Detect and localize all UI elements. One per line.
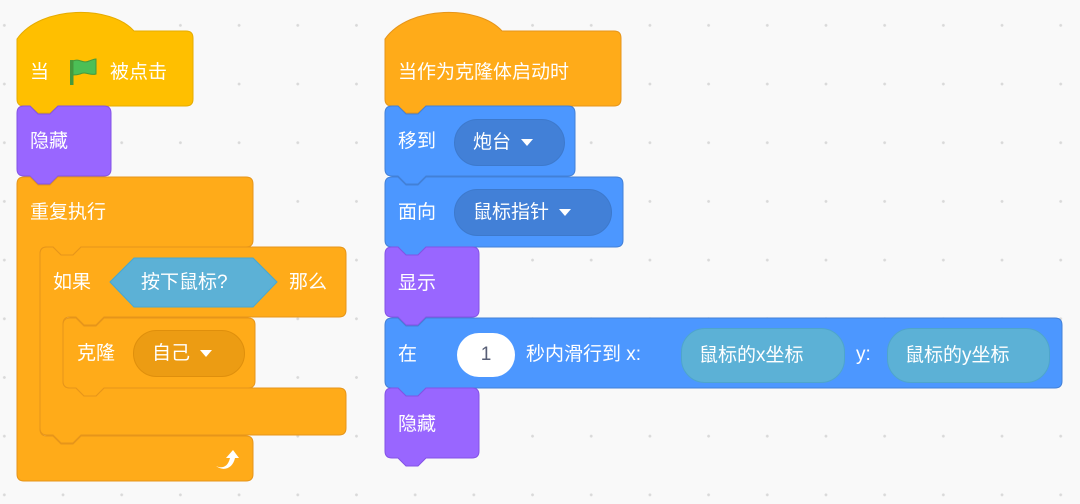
show-block-shape: [384, 246, 480, 326]
hide-block-shape: [16, 105, 112, 185]
chevron-down-icon: [521, 139, 534, 146]
glide-label-in: 在: [398, 344, 418, 365]
go-to-target-dropdown[interactable]: 炮台: [454, 119, 565, 166]
point-towards-label: 面向: [398, 202, 437, 223]
point-towards-value: 鼠标指针: [473, 201, 550, 223]
glide-label-to-x: 秒内滑行到 x:: [526, 344, 642, 365]
loop-arrow-icon: [216, 450, 239, 469]
go-to-target-value: 炮台: [473, 131, 512, 153]
chevron-down-icon: [200, 350, 213, 357]
point-towards-dropdown[interactable]: 鼠标指针: [454, 189, 612, 236]
hide-block-2-shape: [384, 387, 480, 467]
clone-hat-label: 当作为克隆体启动时: [398, 62, 570, 83]
hat-shape: [16, 11, 194, 114]
mouse-x-reporter[interactable]: 鼠标的x坐标: [681, 328, 845, 383]
mouse-y-reporter[interactable]: 鼠标的y坐标: [887, 328, 1050, 383]
clone-target-dropdown[interactable]: 自己: [133, 330, 245, 377]
glide-seconds-value: 1: [480, 344, 492, 365]
green-flag-icon[interactable]: [68, 58, 98, 86]
then-label: 那么: [289, 272, 328, 293]
glide-seconds-input[interactable]: 1: [457, 333, 515, 377]
go-to-label: 移到: [398, 131, 437, 152]
hat-label-when: 当: [30, 62, 50, 83]
mouse-down-label: 按下鼠标?: [141, 272, 228, 293]
mouse-x-label: 鼠标的x坐标: [699, 344, 804, 366]
clone-label: 克隆: [77, 343, 116, 364]
glide-label-y: y:: [856, 344, 871, 365]
mouse-y-label: 鼠标的y坐标: [905, 344, 1010, 366]
clone-target-value: 自己: [152, 342, 191, 364]
if-label: 如果: [53, 272, 92, 293]
hide-label: 隐藏: [30, 131, 69, 152]
clone-hat-shape: [384, 11, 622, 114]
boolean-hexagon-shape: [109, 257, 278, 308]
forever-label: 重复执行: [30, 202, 107, 223]
show-label: 显示: [398, 273, 437, 294]
chevron-down-icon: [559, 209, 572, 216]
hat-label-clicked: 被点击: [110, 62, 168, 83]
hide-label-2: 隐藏: [398, 414, 437, 435]
